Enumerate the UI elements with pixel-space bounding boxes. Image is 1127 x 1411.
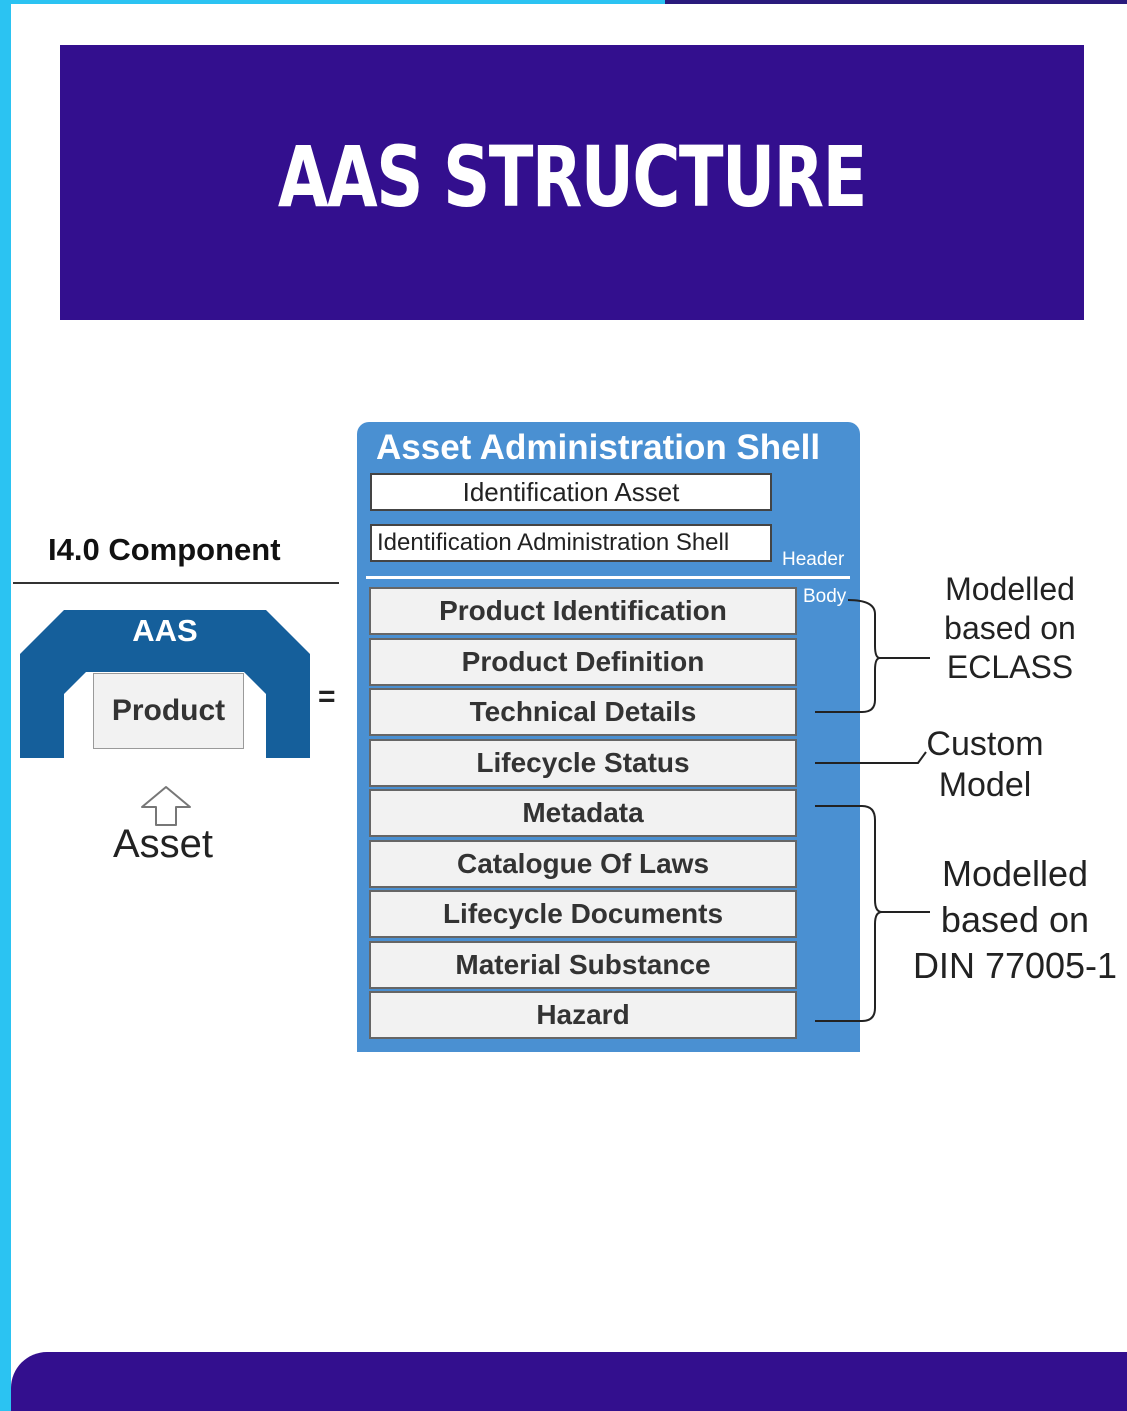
body-item: Technical Details — [369, 688, 797, 736]
header-tag: Header — [782, 549, 845, 570]
annotation-line: Modelled — [941, 853, 1089, 894]
asset-label: Asset — [113, 822, 214, 866]
header-item: Identification Administration Shell — [370, 524, 772, 562]
header-item: Identification Asset — [370, 473, 772, 511]
body-item: Metadata — [369, 789, 797, 837]
left-accent-bar — [0, 0, 11, 1411]
bottom-bar — [11, 1352, 1127, 1411]
header-body-separator — [366, 576, 850, 579]
body-item: Lifecycle Status — [369, 738, 797, 787]
top-dark-bar — [665, 0, 1127, 4]
annotation-line: based on — [940, 899, 1090, 940]
component-divider — [13, 582, 339, 584]
body-item: Lifecycle Documents — [369, 890, 797, 938]
annotation-eclass: Modelled based on ECLASS — [930, 570, 1090, 687]
annotation-din: Modelled based on DIN 77005-1 — [905, 851, 1125, 989]
product-box: Product — [93, 673, 244, 749]
aas-arch-icon — [20, 610, 310, 758]
page-title: AAS STRUCTURE — [278, 127, 867, 226]
annotation-line: Modelled — [945, 571, 1075, 607]
equals-sign: = — [318, 680, 336, 713]
eclass-bracket — [815, 599, 930, 713]
body-item: Hazard — [369, 991, 797, 1039]
body-item: Material Substance — [369, 940, 797, 989]
up-arrow-icon — [141, 786, 191, 826]
body-item: Product Definition — [369, 637, 797, 686]
annotation-line: DIN 77005-1 — [912, 945, 1118, 986]
header-item-label: Identification Administration Shell — [377, 529, 730, 556]
title-banner: AAS STRUCTURE — [60, 45, 1084, 320]
annotation-line: ECLASS — [946, 649, 1074, 685]
header-item-label: Identification Asset — [462, 476, 680, 507]
annotation-custom-model: Custom Model — [915, 724, 1055, 806]
annotation-line: based on — [944, 610, 1076, 646]
body-tag: Body — [803, 586, 847, 607]
aas-label: AAS — [132, 613, 198, 648]
body-list: Product Identification Product Definitio… — [369, 587, 797, 1042]
component-heading: I4.0 Component — [48, 532, 281, 567]
custom-model-line — [815, 751, 927, 764]
shell-title: Asset Administration Shell — [376, 428, 821, 467]
body-item: Catalogue Of Laws — [369, 839, 797, 888]
annotation-line: Model — [938, 766, 1032, 804]
annotation-line: Custom — [926, 725, 1044, 763]
top-accent-bar — [0, 0, 665, 4]
product-label: Product — [111, 694, 226, 727]
din-bracket — [815, 805, 930, 1022]
body-item: Product Identification — [369, 587, 797, 635]
